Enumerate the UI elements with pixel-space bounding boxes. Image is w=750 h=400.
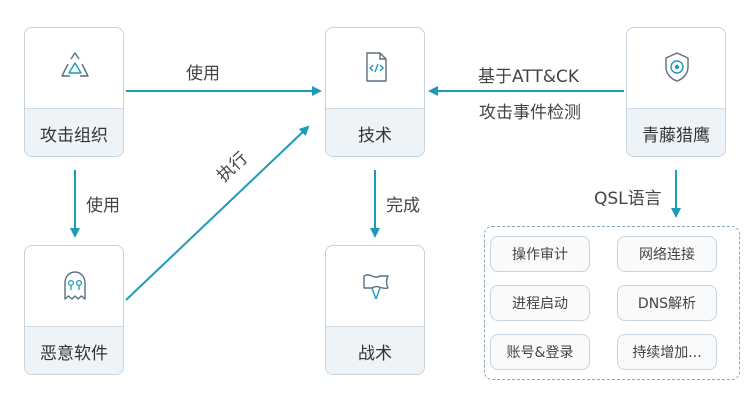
flag-icon xyxy=(363,274,389,300)
edge-label-use-top: 使用 xyxy=(186,64,220,84)
dsl-item-login[interactable]: 账号&登录 xyxy=(490,334,590,370)
dsl-container xyxy=(484,226,740,380)
edge-label-qsl: QSL语言 xyxy=(594,189,662,209)
dsl-item-more[interactable]: 持续增加... xyxy=(617,334,717,370)
dsl-item-dns[interactable]: DNS解析 xyxy=(617,285,717,321)
node-label-hunting: 青藤猎鹰 xyxy=(627,108,725,156)
node-attack-group[interactable]: 攻击组织 xyxy=(24,27,124,157)
node-label-technique: 技术 xyxy=(326,108,424,156)
shield-eye-icon xyxy=(665,52,689,82)
node-technique[interactable]: 技术 xyxy=(325,27,425,157)
edge-label-hunting-line2: 攻击事件检测 xyxy=(479,103,581,123)
node-label-tactic: 战术 xyxy=(326,326,424,374)
node-label-attack-group: 攻击组织 xyxy=(25,108,123,156)
ghost-icon xyxy=(64,271,86,300)
node-label-malware: 恶意软件 xyxy=(25,326,123,374)
dsl-item-network[interactable]: 网络连接 xyxy=(617,236,717,272)
edge-label-hunting-line1: 基于ATT&CK xyxy=(478,67,580,87)
edge-label-use-left: 使用 xyxy=(86,196,120,216)
node-hunting[interactable]: 青藤猎鹰 xyxy=(626,27,726,157)
edge-label-complete: 完成 xyxy=(386,196,420,216)
dsl-item-process[interactable]: 进程启动 xyxy=(490,285,590,321)
node-malware[interactable]: 恶意软件 xyxy=(24,245,124,375)
triangle-recycle-icon xyxy=(61,52,89,77)
edge-malware-to-technique xyxy=(125,125,310,301)
dsl-item-audit[interactable]: 操作审计 xyxy=(490,236,590,272)
code-file-icon xyxy=(366,52,387,82)
node-tactic[interactable]: 战术 xyxy=(325,245,425,375)
